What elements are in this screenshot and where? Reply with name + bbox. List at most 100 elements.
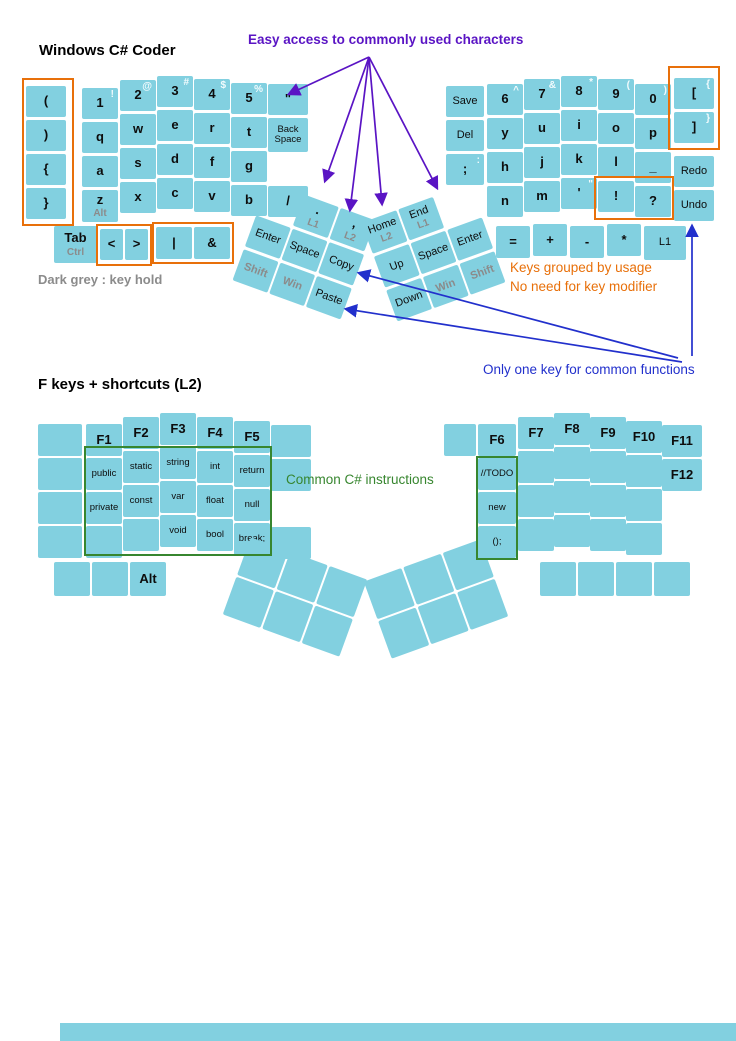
key-plus: +	[533, 224, 567, 256]
key-blank	[654, 562, 690, 596]
key-label: string	[166, 456, 190, 468]
key-bool: bool	[197, 519, 233, 551]
key-f12: F12	[662, 459, 702, 491]
key-underscore: _	[635, 152, 671, 183]
key-alt: Alt	[130, 562, 166, 596]
key-label: Paste	[313, 286, 345, 308]
key-3: #3	[157, 76, 193, 107]
key-t: t	[231, 117, 267, 148]
key-label: Win	[434, 276, 457, 295]
key-backspace: Back Space	[268, 118, 308, 152]
key-n: n	[487, 186, 523, 217]
key-label: F2	[133, 424, 149, 440]
key-close-bracket: }]	[674, 112, 714, 143]
key-5: %5	[231, 83, 267, 114]
key-f4: F4	[197, 417, 233, 449]
key-label: '	[577, 185, 581, 201]
key-label: _	[649, 159, 657, 175]
key-q: q	[82, 122, 118, 153]
key-label: public	[91, 467, 117, 479]
key-label: F9	[600, 424, 616, 440]
key-apostrophe: "'	[561, 178, 597, 209]
key-label: g	[245, 158, 253, 174]
key-6: ^6	[487, 84, 523, 115]
key-label: 5	[245, 90, 253, 106]
key-blank	[626, 455, 662, 487]
key-shift-label: !	[110, 89, 114, 100]
key-question: ?	[635, 186, 671, 217]
key-p: p	[635, 118, 671, 149]
key-const: const	[123, 485, 159, 517]
key-label: const	[129, 494, 153, 506]
key-blank	[590, 485, 626, 517]
key-blank	[590, 451, 626, 483]
key-label: Tab	[64, 230, 87, 246]
key-blank	[271, 425, 311, 457]
key-blank	[554, 447, 590, 479]
key-label: z	[96, 191, 104, 207]
key-label: F1	[96, 431, 112, 447]
key-close-brace: }	[26, 188, 66, 219]
key-8: *8	[561, 76, 597, 107]
key-label: )	[43, 127, 49, 143]
key-label: Enter	[455, 228, 485, 249]
key-shift-label: )	[663, 85, 667, 96]
key-shift-label: {	[706, 79, 710, 90]
key-label: f	[209, 154, 215, 170]
key-label: Save	[452, 94, 478, 107]
key-label: new	[488, 501, 506, 513]
key-static: static	[123, 451, 159, 483]
key-blank	[518, 485, 554, 517]
key-1: !1	[82, 88, 118, 119]
key-label: ]	[691, 119, 697, 135]
key-label: Down	[393, 288, 425, 310]
key-blank	[92, 562, 128, 596]
key-redo: Redo	[674, 156, 714, 187]
key-label: {	[43, 161, 49, 177]
key-ampersand: &	[194, 227, 230, 259]
key-close-paren: )	[26, 120, 66, 151]
key-label: b	[245, 192, 253, 208]
key-i: i	[561, 110, 597, 141]
key-label: 3	[171, 83, 179, 99]
key-blank	[626, 489, 662, 521]
key-pipe: |	[156, 227, 192, 259]
key-label: F11	[671, 432, 693, 448]
key-public: public	[86, 458, 122, 490]
key-j: j	[524, 147, 560, 178]
key-blank	[86, 526, 122, 558]
key-label: /	[286, 193, 290, 209]
key-blank	[38, 526, 82, 558]
key-f10: F10	[626, 421, 662, 453]
key-float: float	[197, 485, 233, 517]
key-f1: F1	[86, 424, 122, 456]
annotation-easy-access: Easy access to commonly used characters	[248, 32, 524, 47]
key-open-bracket: {[	[674, 78, 714, 109]
key-2: @2	[120, 80, 156, 111]
key-null: null	[234, 489, 270, 521]
key-label: *	[621, 231, 627, 247]
key-v: v	[194, 181, 230, 212]
key-return: return	[234, 455, 270, 487]
key-label: 0	[649, 91, 657, 107]
key-equals: =	[496, 226, 530, 258]
key-less-than: <	[100, 229, 123, 260]
key-double-quote: "	[268, 84, 308, 115]
key-label: >	[132, 236, 141, 252]
key-label: q	[96, 129, 104, 145]
key-blank	[54, 562, 90, 596]
key-label: ();	[492, 535, 502, 547]
key-private: private	[86, 492, 122, 524]
key-label: void	[169, 524, 187, 536]
key-f5: F5	[234, 421, 270, 453]
key-label: Undo	[680, 198, 708, 211]
key-f9: F9	[590, 417, 626, 449]
key-label: i	[577, 117, 581, 133]
key-label: &	[207, 234, 217, 250]
key-label: !	[613, 188, 619, 204]
key-label: 2	[134, 87, 142, 103]
key-blank	[38, 424, 82, 456]
fn-layer-title: F keys + shortcuts (L2)	[38, 376, 202, 393]
key-label: y	[501, 125, 509, 141]
